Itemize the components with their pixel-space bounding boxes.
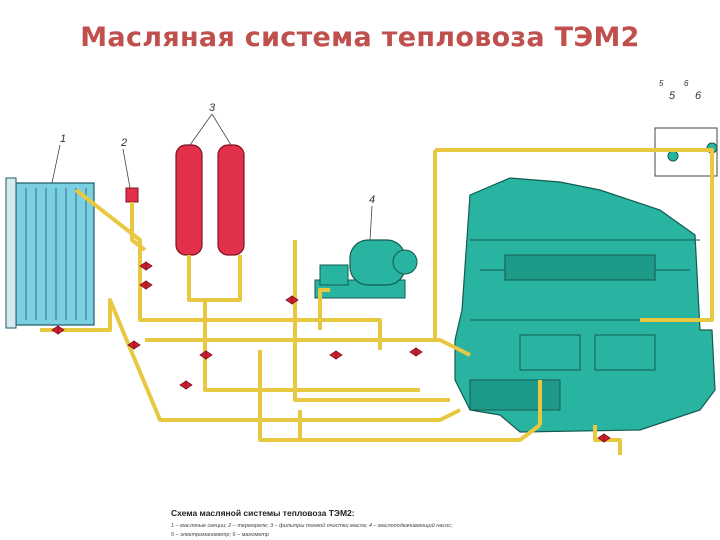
thermal-relay <box>126 188 138 202</box>
label-3: 3 <box>209 102 216 114</box>
valve <box>180 381 192 389</box>
label-1: 1 <box>60 133 66 145</box>
valve <box>410 348 422 356</box>
valve <box>200 351 212 359</box>
label-5-top: 5 <box>659 79 664 88</box>
label-6: 6 <box>695 90 702 102</box>
label-2: 2 <box>120 137 127 149</box>
diesel-engine <box>455 178 715 432</box>
leader-lines <box>52 114 372 240</box>
valve <box>52 326 64 334</box>
fine-oil-filters <box>176 145 244 255</box>
oil-booster-pump <box>315 240 417 298</box>
valve <box>330 351 342 359</box>
caption-line-1: 1 – масляные секции; 2 – термореле; 3 – … <box>171 523 453 529</box>
caption-title: Схема масляной системы тепловоза ТЭМ2: <box>171 508 355 518</box>
label-6-top: 6 <box>684 79 689 88</box>
oil-radiator-sections <box>6 178 94 328</box>
caption-line-2: 5 – электроманометр; 6 – манометр <box>171 532 269 538</box>
label-5: 5 <box>669 90 676 102</box>
label-4: 4 <box>369 194 375 206</box>
